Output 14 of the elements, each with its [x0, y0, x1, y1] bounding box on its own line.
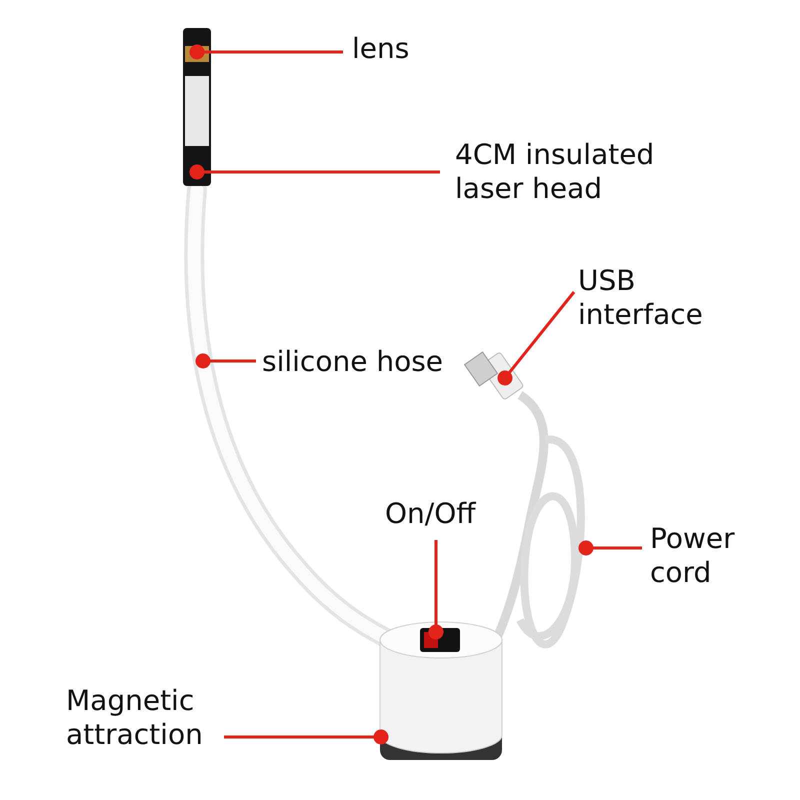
leader-line	[190, 164, 440, 180]
leader-line	[578, 540, 642, 556]
leader-line	[428, 540, 444, 640]
callout-label: Magnetic attraction	[66, 684, 226, 752]
callout-label: USB interface	[578, 264, 738, 332]
callout-label: Power cord	[650, 522, 780, 590]
callout-label: 4CM insulated laser head	[455, 138, 695, 206]
leader-line	[196, 354, 256, 368]
leader-line	[190, 44, 343, 60]
callout-label: On/Off	[385, 497, 476, 531]
callout-label: lens	[352, 32, 410, 66]
leader-line	[224, 730, 388, 744]
callout-label: silicone hose	[262, 345, 444, 379]
leader-line	[498, 291, 576, 386]
